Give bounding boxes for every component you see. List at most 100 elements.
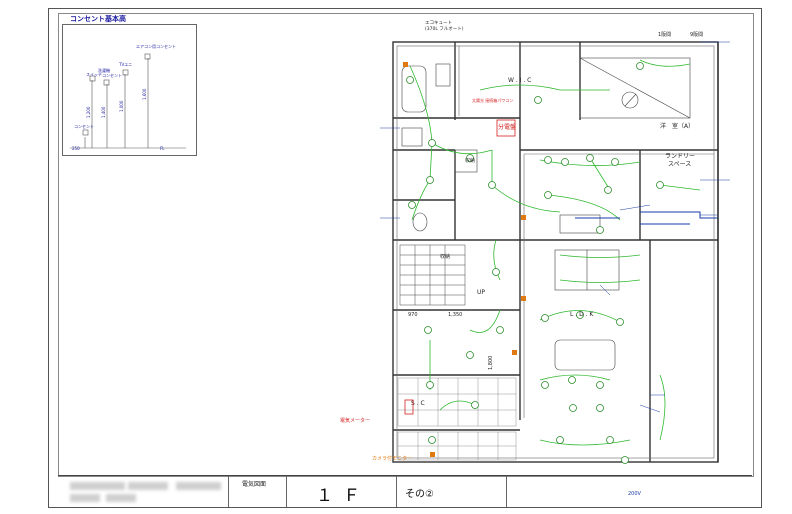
legend-label: コンセント	[74, 124, 94, 129]
dimension: 1,350	[448, 312, 462, 318]
bathtub	[401, 65, 427, 113]
light-fixture	[636, 62, 644, 70]
light-fixture	[596, 404, 604, 412]
legend-label: コンセント	[102, 73, 122, 78]
room-label-ldk: L . D . K	[570, 311, 594, 318]
dimension: 1,800	[488, 356, 494, 370]
light-fixture	[492, 268, 500, 276]
light-fixture	[428, 139, 436, 147]
ecocute-line-2: (370L フルオート)	[425, 26, 464, 32]
sofa	[554, 339, 616, 371]
dimension: 970	[408, 312, 418, 318]
room-label-laundry: ランドリー スペース	[665, 153, 697, 168]
light-fixture	[544, 156, 552, 164]
ecocute-line-1: エコキュート	[425, 20, 452, 26]
orange-device	[430, 452, 435, 457]
light-fixture	[606, 436, 614, 444]
breaker-panel	[496, 119, 516, 137]
walls	[392, 41, 719, 463]
solar-note: 太陽光 接続箱パワコン	[472, 97, 513, 103]
kitchen-counter	[559, 214, 601, 234]
light-fixture	[596, 381, 604, 389]
light-fixture	[616, 318, 624, 326]
light-fixture	[568, 376, 576, 384]
room-label-sc: S . C	[411, 400, 425, 407]
legend-label: スイッチ	[86, 72, 102, 77]
stairs	[399, 244, 466, 306]
room-label-wic: W . I . C	[508, 77, 531, 84]
orange-device	[521, 215, 526, 220]
orange-marks	[403, 62, 526, 457]
light-fixture	[534, 96, 542, 104]
legend-label: エアコン用コンセント	[136, 44, 176, 49]
legend-dim: 1,400	[101, 106, 106, 118]
orange-device	[521, 296, 526, 301]
title-cell-owner	[58, 476, 229, 507]
light-fixture	[611, 158, 619, 166]
orange-device	[512, 350, 517, 355]
devices	[406, 62, 664, 464]
light-fixture	[426, 176, 434, 184]
meter-label: 電気メーター	[340, 417, 370, 424]
fixtures	[401, 57, 691, 371]
title-cell-part: その②	[396, 476, 507, 507]
wiring	[409, 59, 701, 446]
voltage-label: 200V	[628, 491, 642, 497]
stair-up-label: UP	[477, 289, 485, 296]
legend-title: コンセント基本高	[70, 15, 126, 23]
outer-wall	[392, 41, 719, 463]
legend-label: 250	[72, 146, 80, 151]
light-fixture	[496, 326, 504, 334]
light-fixture	[471, 401, 479, 409]
light-fixture	[466, 154, 474, 162]
part-label: その②	[405, 489, 434, 500]
outlet-symbol	[89, 75, 96, 82]
electric-meter	[404, 399, 414, 415]
title-block: 電気図面 １Ｆ その②	[58, 475, 752, 507]
dimension: 9阪間	[690, 31, 703, 38]
entrance-tiles	[397, 377, 517, 461]
light-fixture	[544, 191, 552, 199]
light-fixture	[576, 311, 584, 319]
orange-device	[403, 62, 408, 67]
light-fixture	[621, 456, 629, 464]
storage-label: 収納	[465, 157, 475, 164]
camera-label: カメラ付モニター	[372, 455, 412, 462]
light-fixture	[541, 381, 549, 389]
washer	[401, 127, 423, 147]
outlet-symbol	[82, 129, 89, 136]
legend-label: TVユニ	[118, 62, 132, 67]
outlet-symbol	[144, 53, 151, 60]
redacted-text	[128, 482, 168, 490]
redacted-text	[106, 494, 136, 502]
light-fixture	[541, 314, 549, 322]
legend-label: FL	[160, 146, 165, 151]
light-fixture	[408, 201, 416, 209]
closet-outline	[579, 57, 691, 119]
light-fixture	[604, 186, 612, 194]
sink	[435, 63, 451, 87]
storage	[454, 149, 478, 173]
breaker-panel-label: 分電盤	[498, 123, 516, 131]
outlet-symbol	[103, 79, 110, 86]
light-fixture	[428, 436, 436, 444]
redacted-text	[70, 482, 125, 490]
legend-dim: 1,600	[142, 88, 147, 100]
drawing-frame	[58, 13, 754, 477]
ducts	[575, 211, 718, 225]
light-fixture	[569, 404, 577, 412]
floor-label: １Ｆ	[316, 486, 370, 506]
drawing-type-label: 電気図面	[242, 481, 267, 488]
legend-label: 洗濯機	[98, 67, 110, 73]
laundry-line-2: スペース	[668, 161, 691, 168]
outlet-height-legend	[62, 24, 197, 156]
light-fixture	[406, 76, 414, 84]
laundry-line-1: ランドリー	[665, 153, 695, 160]
legend-dim: 1,200	[86, 106, 91, 118]
title-cell-floor: １Ｆ	[286, 476, 397, 507]
light-fixture	[466, 351, 474, 359]
light-fixture	[556, 436, 564, 444]
ecocute-label: エコキュート (370L フルオート)	[425, 20, 464, 32]
